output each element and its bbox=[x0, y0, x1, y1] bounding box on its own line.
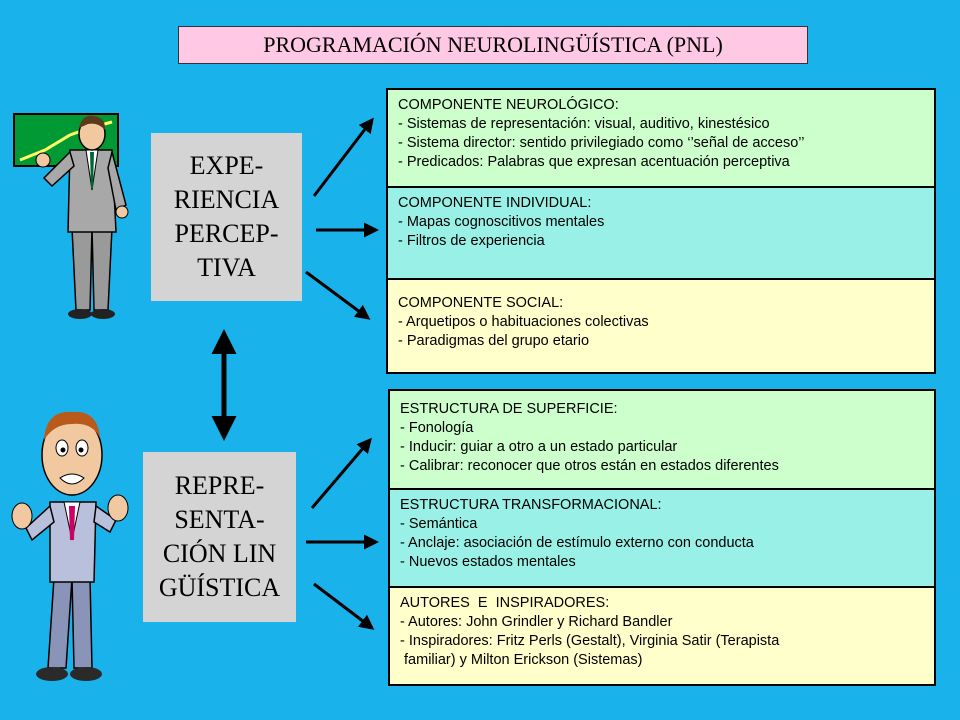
estructura-transformacional-box: ESTRUCTURA TRANSFORMACIONAL: - Semántica… bbox=[388, 488, 936, 586]
box-item: - Autores: John Grindler y Richard Bandl… bbox=[400, 614, 673, 630]
box-item: - Sistema director: sentido privilegiado… bbox=[398, 135, 805, 151]
box-item: - Predicados: Palabras que expresan acen… bbox=[398, 154, 790, 170]
box-item: - Paradigmas del grupo etario bbox=[398, 333, 590, 349]
page-title: PROGRAMACIÓN NEUROLINGÜÍSTICA (PNL) bbox=[178, 26, 808, 64]
concept-line: RIENCIA bbox=[173, 185, 280, 214]
box-item: - Sistemas de representación: visual, au… bbox=[398, 116, 770, 132]
componente-neurologico-box: COMPONENTE NEUROLÓGICO: - Sistemas de re… bbox=[386, 88, 936, 186]
box-heading: COMPONENTE SOCIAL: bbox=[398, 295, 564, 311]
box-item: - Fonología bbox=[400, 420, 474, 436]
box-item: - Semántica bbox=[400, 516, 478, 532]
representacion-linguistica-block: REPRE- SENTA- CIÓN LIN GÜÍSTICA bbox=[143, 452, 296, 622]
componente-social-box: COMPONENTE SOCIAL: - Arquetipos o habitu… bbox=[386, 278, 936, 374]
box-item: familiar) y Milton Erickson (Sistemas) bbox=[400, 652, 643, 668]
box-item: - Arquetipos o habituaciones colectivas bbox=[398, 314, 649, 330]
box-heading: ESTRUCTURA TRANSFORMACIONAL: bbox=[400, 497, 662, 513]
concept-line: SENTA- bbox=[174, 505, 265, 534]
concept-line: REPRE- bbox=[174, 471, 265, 500]
box-heading: COMPONENTE INDIVIDUAL: bbox=[398, 195, 592, 211]
concept-line: EXPE- bbox=[189, 151, 264, 180]
box-heading: ESTRUCTURA DE SUPERFICIE: bbox=[400, 401, 618, 417]
concept-line: GÜÍSTICA bbox=[158, 573, 281, 602]
concept-line: CIÓN LIN bbox=[162, 539, 277, 568]
box-item: - Inspiradores: Fritz Perls (Gestalt), V… bbox=[400, 633, 780, 649]
arrow bbox=[312, 117, 374, 197]
autores-inspiradores-box: AUTORES E INSPIRADORES: - Autores: John … bbox=[388, 586, 936, 686]
box-item: - Anclaje: asociación de estímulo extern… bbox=[400, 535, 754, 551]
arrow bbox=[310, 437, 372, 509]
box-heading: AUTORES E INSPIRADORES: bbox=[400, 595, 610, 611]
box-item: - Nuevos estados mentales bbox=[400, 554, 576, 570]
concept-line: TIVA bbox=[197, 253, 256, 282]
estructura-superficie-box: ESTRUCTURA DE SUPERFICIE: - Fonología - … bbox=[388, 389, 936, 488]
box-heading: COMPONENTE NEUROLÓGICO: bbox=[398, 97, 619, 113]
arrow bbox=[313, 582, 375, 630]
box-item: - Mapas cognoscitivos mentales bbox=[398, 214, 605, 230]
box-item: - Filtros de experiencia bbox=[398, 233, 545, 249]
experiencia-perceptiva-block: EXPE- RIENCIA PERCEP- TIVA bbox=[151, 133, 302, 301]
box-item: - Calibrar: reconocer que otros están en… bbox=[400, 458, 779, 474]
box-item: - Inducir: guiar a otro a un estado part… bbox=[400, 439, 678, 455]
concept-line: PERCEP- bbox=[174, 219, 279, 248]
componente-individual-box: COMPONENTE INDIVIDUAL: - Mapas cognoscit… bbox=[386, 186, 936, 278]
arrow bbox=[305, 270, 371, 320]
